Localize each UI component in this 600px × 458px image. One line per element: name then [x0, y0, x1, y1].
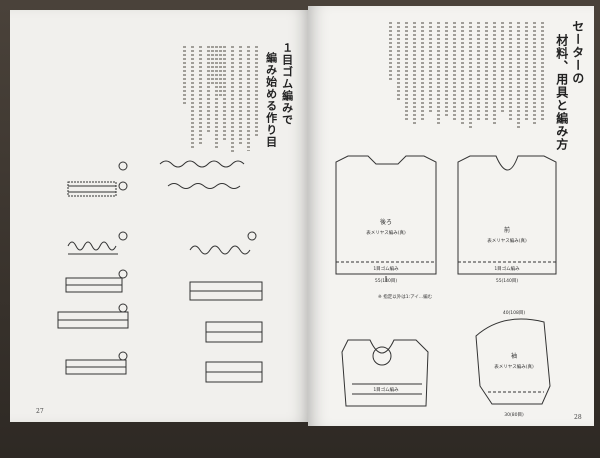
right-page: セーターの 材料、用具と編み方 後ろ 表メリヤス編み(真) 1目ゴム編み 55(… [308, 6, 594, 426]
left-heading-2: 編み始める作り目 [264, 52, 278, 148]
step-3-diagram [65, 269, 263, 301]
back-width-label: 55(140目) [375, 278, 398, 284]
right-heading-2: 材料、用具と編み方 [554, 34, 569, 151]
sleeve-label: 袖 [511, 352, 517, 360]
front-body-diagram [457, 155, 557, 275]
front-ribbing-label: 1目ゴム編み [494, 265, 520, 272]
right-heading-1: セーターの [570, 20, 585, 85]
front-label: 前 [504, 226, 510, 234]
left-page-number: 27 [36, 408, 44, 415]
sleeve-stitch-label: 表メリヤス編み(真) [494, 363, 534, 370]
back-label: 後ろ [380, 218, 392, 226]
front-stitch-label: 表メリヤス編み(真) [487, 237, 527, 244]
front-width-label: 55(140目) [496, 278, 519, 284]
sweater-schematics: 後ろ 表メリヤス編み(真) 1目ゴム編み 55(140目) 前 表メリヤス編み(… [335, 155, 557, 418]
right-body-text-block [368, 22, 544, 132]
left-step-diagrams [57, 160, 263, 383]
left-page: １目ゴム編みで 編み始める作り目 [10, 10, 310, 422]
right-page-number: 28 [574, 414, 582, 421]
sleeve-diagram [475, 318, 551, 405]
neckband-diagram [341, 339, 429, 407]
step-5-diagram [65, 351, 263, 383]
sleeve-bottom-width: 30(80目) [504, 412, 524, 418]
step-2-diagram [67, 231, 257, 255]
neckband-ribbing-label: 1目ゴム編み [373, 386, 399, 393]
back-ribbing-label: 1目ゴム編み [373, 265, 399, 272]
sleeve-top-width: 40(108目) [503, 310, 526, 316]
left-body-text-block [180, 46, 258, 156]
left-body-text-block-2 [210, 46, 222, 106]
step-4-diagram [57, 303, 263, 343]
left-heading-1: １目ゴム編みで [280, 42, 294, 126]
step-1-diagram [67, 160, 245, 197]
back-stitch-label: 表メリヤス編み(真) [366, 229, 406, 236]
back-body-diagram [335, 155, 437, 282]
middle-caption: ※ 指定以外は1:アイ...編む [378, 293, 433, 300]
